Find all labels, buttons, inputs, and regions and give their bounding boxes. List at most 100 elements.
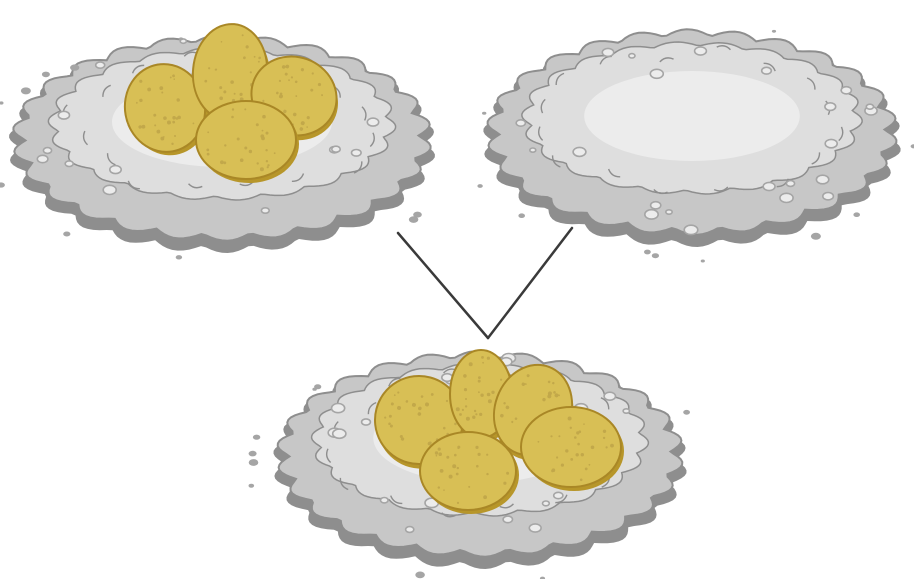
egg-speckle xyxy=(491,391,494,394)
egg-speckle xyxy=(589,464,591,466)
egg-speckle xyxy=(266,160,268,162)
pebble xyxy=(645,210,658,219)
pebble xyxy=(602,48,613,56)
loose-pebble xyxy=(853,212,860,217)
egg-speckle xyxy=(267,164,269,166)
egg-speckle xyxy=(570,458,573,461)
loose-pebble xyxy=(0,101,4,104)
egg-speckle xyxy=(466,417,470,421)
egg-speckle xyxy=(206,149,209,152)
loose-pebble xyxy=(249,451,257,457)
pebble xyxy=(573,147,586,156)
egg-speckle xyxy=(576,431,579,434)
egg-speckle xyxy=(462,409,464,411)
loose-pebble xyxy=(70,64,79,70)
egg-speckle xyxy=(240,158,244,162)
egg-speckle xyxy=(574,436,577,439)
egg-speckle xyxy=(483,495,487,499)
egg-speckle xyxy=(568,417,572,421)
nest-with-eggs-bottom xyxy=(249,350,690,579)
loose-pebble xyxy=(249,484,255,488)
egg-speckle xyxy=(556,456,558,458)
egg-speckle xyxy=(478,376,481,379)
egg-speckle xyxy=(487,357,490,360)
egg-speckle xyxy=(561,464,564,467)
pebble xyxy=(543,501,550,506)
egg-speckle xyxy=(475,413,477,415)
egg-speckle xyxy=(463,374,467,378)
pebble xyxy=(695,47,707,55)
egg-speckle xyxy=(457,467,459,469)
egg-speckle xyxy=(603,437,605,439)
connector-line-left xyxy=(398,233,488,338)
pebble xyxy=(650,69,663,78)
egg-speckle xyxy=(260,167,264,171)
egg-shell xyxy=(420,432,516,510)
egg-speckle xyxy=(481,356,484,359)
egg-speckle xyxy=(475,446,478,449)
egg-speckle xyxy=(550,435,552,437)
loose-pebble xyxy=(409,216,418,223)
loose-pebble xyxy=(42,72,50,78)
loose-pebble xyxy=(772,30,776,33)
pebble xyxy=(763,182,775,190)
egg-speckle xyxy=(476,465,479,468)
egg-speckle xyxy=(249,150,252,153)
pebble xyxy=(684,225,698,234)
pebble xyxy=(406,527,414,533)
pebble xyxy=(604,392,615,400)
pebble xyxy=(786,181,794,187)
pebble xyxy=(37,155,48,162)
egg-speckle xyxy=(274,152,276,154)
egg-speckle xyxy=(585,468,588,471)
egg-speckle xyxy=(486,454,488,456)
egg-speckle xyxy=(449,475,453,479)
pebble xyxy=(623,409,629,413)
egg-speckle xyxy=(257,162,259,164)
loose-pebble xyxy=(312,388,316,391)
egg-speckle xyxy=(454,454,457,457)
pebble xyxy=(530,148,536,152)
egg-speckle xyxy=(457,447,459,449)
egg-speckle xyxy=(486,473,488,475)
egg-speckle xyxy=(591,446,595,450)
pebble xyxy=(503,516,512,523)
egg-speckle xyxy=(577,443,580,446)
pebble xyxy=(780,193,793,202)
egg-speckle xyxy=(438,452,442,456)
egg-speckle xyxy=(261,137,265,141)
nest-hollow xyxy=(584,71,800,161)
egg-speckle xyxy=(443,489,445,491)
pebble xyxy=(651,202,661,209)
egg-speckle xyxy=(606,446,608,448)
egg-speckle xyxy=(465,405,467,407)
loose-pebble xyxy=(811,233,821,240)
pebble xyxy=(367,118,378,126)
pebble xyxy=(666,210,672,214)
egg-speckle xyxy=(456,473,459,476)
egg-speckle xyxy=(570,427,572,429)
egg-speckle xyxy=(482,362,484,364)
egg-speckle xyxy=(207,131,209,133)
egg-speckle xyxy=(468,486,470,488)
egg-speckle xyxy=(478,453,481,456)
egg-speckle xyxy=(456,407,460,411)
egg-speckle xyxy=(538,441,540,443)
connector-lines xyxy=(398,228,572,338)
egg-speckle xyxy=(551,470,554,473)
egg-speckle xyxy=(576,453,579,456)
pebble xyxy=(261,208,269,213)
egg-speckle xyxy=(558,435,560,437)
egg-speckle xyxy=(207,153,210,156)
egg-speckle xyxy=(237,138,240,141)
pebble xyxy=(96,62,105,68)
pebble xyxy=(825,103,836,111)
egg-speckle xyxy=(262,130,264,132)
pebble xyxy=(103,185,116,194)
egg-speckle xyxy=(244,108,246,110)
loose-pebble xyxy=(21,87,31,94)
egg-speckle xyxy=(438,486,440,488)
pebble xyxy=(629,54,635,58)
pebble xyxy=(332,404,345,413)
